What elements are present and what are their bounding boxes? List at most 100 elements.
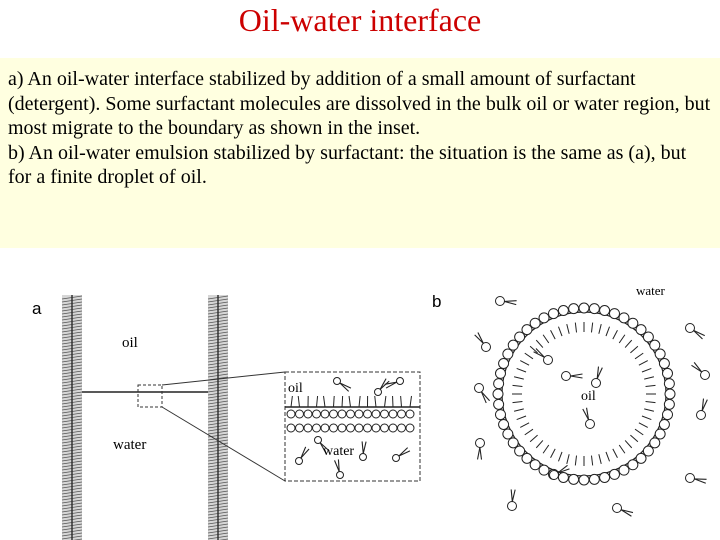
- surfactant-tail: [379, 380, 390, 390]
- shell-head: [599, 304, 611, 316]
- shell-tail: [638, 422, 648, 428]
- shell-head: [529, 317, 541, 329]
- surfactant-tail: [476, 447, 481, 460]
- surfactant-head: [354, 423, 364, 433]
- surfactant-head: [388, 409, 398, 419]
- shell-head: [529, 459, 541, 471]
- shell-tail: [574, 322, 578, 333]
- surfactant-tail: [334, 460, 340, 472]
- shell-head: [557, 304, 569, 316]
- shell-head: [507, 339, 519, 351]
- inset-oil-label: oil: [288, 381, 303, 396]
- surfactant-tail: [480, 391, 487, 404]
- shell-tail: [605, 326, 610, 337]
- shell-tail: [645, 400, 656, 404]
- surfactant-head: [312, 409, 321, 419]
- surfactant-head: [295, 457, 303, 465]
- shell-tail: [624, 440, 633, 449]
- surfactant-tail: [400, 395, 402, 408]
- shell-tail: [641, 415, 652, 420]
- shell-head: [494, 367, 506, 379]
- surfactant-head: [612, 503, 622, 513]
- shell-head: [627, 459, 639, 471]
- surfactant-tail: [341, 395, 344, 408]
- shell-tail: [645, 384, 656, 388]
- surfactant-head: [507, 501, 517, 511]
- surfactant-tail: [510, 489, 513, 502]
- panel-b-diagram: b water oil: [432, 283, 710, 517]
- shell-tail: [634, 428, 644, 436]
- surfactant-tail: [474, 334, 484, 344]
- surfactant-tail: [691, 364, 702, 373]
- surfactant-head: [392, 454, 400, 462]
- surfactant-tail: [586, 407, 590, 420]
- shell-tail: [566, 454, 570, 465]
- shell-head: [507, 437, 519, 449]
- left-wall-hatching: [61, 295, 83, 540]
- surfactant-tail: [511, 489, 516, 502]
- shell-tail: [574, 455, 578, 466]
- surfactant-tail: [339, 382, 350, 392]
- surfactant-tail: [300, 448, 310, 459]
- shell-head: [498, 358, 510, 370]
- shell-head: [494, 409, 506, 421]
- surfactant-head: [286, 423, 296, 433]
- surfactant-head: [320, 423, 330, 433]
- shell-head: [502, 348, 514, 360]
- surfactant-tail: [339, 382, 352, 389]
- shell-tail: [612, 448, 618, 458]
- surfactant-head: [380, 409, 389, 419]
- shell-tail: [524, 428, 534, 436]
- surfactant-head: [700, 370, 710, 380]
- shell-tail: [638, 360, 648, 366]
- shell-tail: [550, 330, 556, 340]
- surfactant-tail: [557, 464, 568, 474]
- paragraph-b: b) An oil-water emulsion stabilized by s…: [8, 141, 687, 189]
- shell-tail: [641, 368, 652, 373]
- shell-tail: [566, 323, 570, 334]
- surfactant-head: [380, 423, 389, 433]
- shell-head: [521, 324, 533, 336]
- surfactant-tail: [384, 381, 397, 385]
- shell-head: [557, 472, 569, 484]
- surfactant-tail: [398, 447, 409, 457]
- shell-tail: [516, 415, 527, 420]
- surfactant-tail: [333, 395, 335, 408]
- shell-tail: [630, 434, 639, 443]
- shell-tail: [513, 408, 524, 412]
- surfactant-head: [286, 409, 296, 419]
- shell-tail: [644, 408, 655, 412]
- panel-a-diagram: a oil water oil water: [32, 295, 421, 540]
- shell-head: [658, 358, 670, 370]
- shell-head: [521, 452, 533, 464]
- shell-head: [635, 452, 647, 464]
- surfactant-tail: [504, 300, 517, 302]
- surfactant-tail: [620, 509, 632, 517]
- shell-tail: [520, 360, 530, 366]
- outer-water-label: water: [636, 283, 666, 298]
- shell-tail: [624, 339, 633, 348]
- shell-tail: [634, 352, 644, 360]
- shell-tail: [542, 444, 550, 454]
- surfactant-head: [543, 355, 553, 365]
- shell-head: [608, 468, 620, 480]
- shell-tail: [550, 448, 556, 458]
- surfactant-head: [312, 423, 321, 433]
- shell-head: [493, 398, 505, 410]
- surfactant-tail: [348, 395, 351, 408]
- shell-tail: [516, 368, 527, 373]
- surfactant-head: [336, 471, 344, 479]
- surfactant-tail: [701, 399, 708, 411]
- shell-head: [502, 428, 514, 440]
- zoom-connector-top: [161, 371, 286, 386]
- surfactant-head: [561, 371, 571, 381]
- surfactant-head: [337, 409, 347, 419]
- surfactant-tail: [337, 459, 340, 472]
- surfactant-head: [346, 423, 355, 433]
- surfactant-head: [329, 409, 338, 419]
- surfactant-head: [314, 436, 322, 444]
- surfactant-tail: [297, 395, 300, 408]
- surfactant-head: [295, 423, 304, 433]
- shell-tail: [590, 322, 594, 333]
- shell-tail: [644, 376, 655, 380]
